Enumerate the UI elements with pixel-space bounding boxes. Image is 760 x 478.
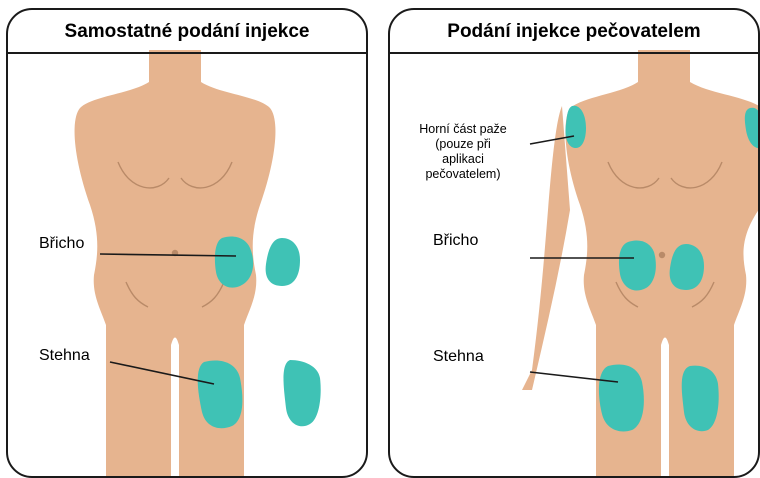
label-abdomen-self: Břicho — [39, 235, 84, 253]
label-thighs-self: Stehna — [39, 347, 90, 365]
thigh-site-left — [599, 365, 644, 432]
label-upper-arm-line-1: Horní část paže — [402, 122, 524, 137]
label-thighs-caregiver: Stehna — [433, 348, 484, 366]
thigh-site-right — [682, 366, 719, 432]
panel-self-injection: Samostatné podání injekce Břicho Stehna — [6, 8, 368, 478]
label-abdomen-caregiver: Břicho — [433, 232, 478, 250]
abdomen-site-right — [266, 238, 300, 286]
thigh-site-left — [198, 361, 243, 429]
abdomen-site-left — [619, 240, 656, 290]
panel-title-caregiver: Podání injekce pečovatelem — [390, 10, 758, 54]
abdomen-site-left — [215, 236, 253, 287]
panel-title-self: Samostatné podání injekce — [8, 10, 366, 54]
label-upper-arm-line-4: pečovatelem) — [402, 167, 524, 182]
label-upper-arm-line-2: (pouze při — [402, 137, 524, 152]
navel — [659, 252, 665, 258]
panel-caregiver-injection: Podání injekce pečovatelem Horní část pa… — [388, 8, 760, 478]
label-upper-arm-line-3: aplikaci — [402, 152, 524, 167]
label-upper-arm-caregiver: Horní část paže (pouze při aplikaci pečo… — [402, 122, 524, 182]
thigh-site-right — [284, 360, 321, 426]
